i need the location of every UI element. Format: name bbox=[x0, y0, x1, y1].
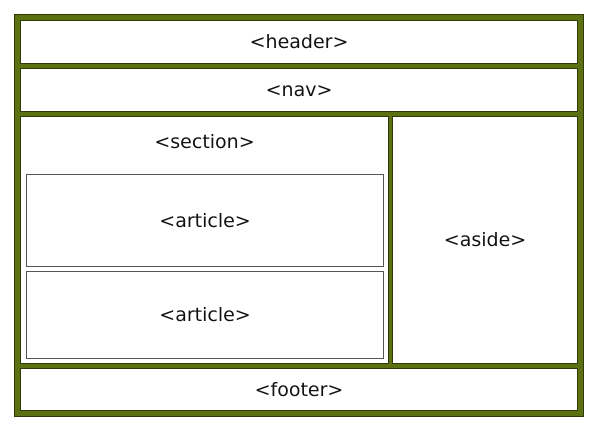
nav-label: <nav> bbox=[265, 79, 333, 101]
article-label-1: <article> bbox=[159, 209, 251, 232]
article-box-2: <article> bbox=[26, 271, 384, 359]
nav-box: <nav> bbox=[20, 68, 578, 112]
layout-frame: <header> <nav> <section> <article> <arti… bbox=[14, 14, 584, 417]
header-box: <header> bbox=[20, 20, 578, 64]
section-label: <section> bbox=[154, 131, 255, 153]
footer-box: <footer> bbox=[20, 368, 578, 411]
aside-box: <aside> bbox=[392, 116, 578, 364]
aside-label: <aside> bbox=[443, 229, 527, 251]
footer-label: <footer> bbox=[254, 378, 344, 401]
header-label: <header> bbox=[249, 31, 349, 53]
article-box-1: <article> bbox=[26, 174, 384, 267]
section-box: <section> <article> <article> bbox=[20, 116, 389, 364]
article-label-2: <article> bbox=[159, 304, 251, 326]
